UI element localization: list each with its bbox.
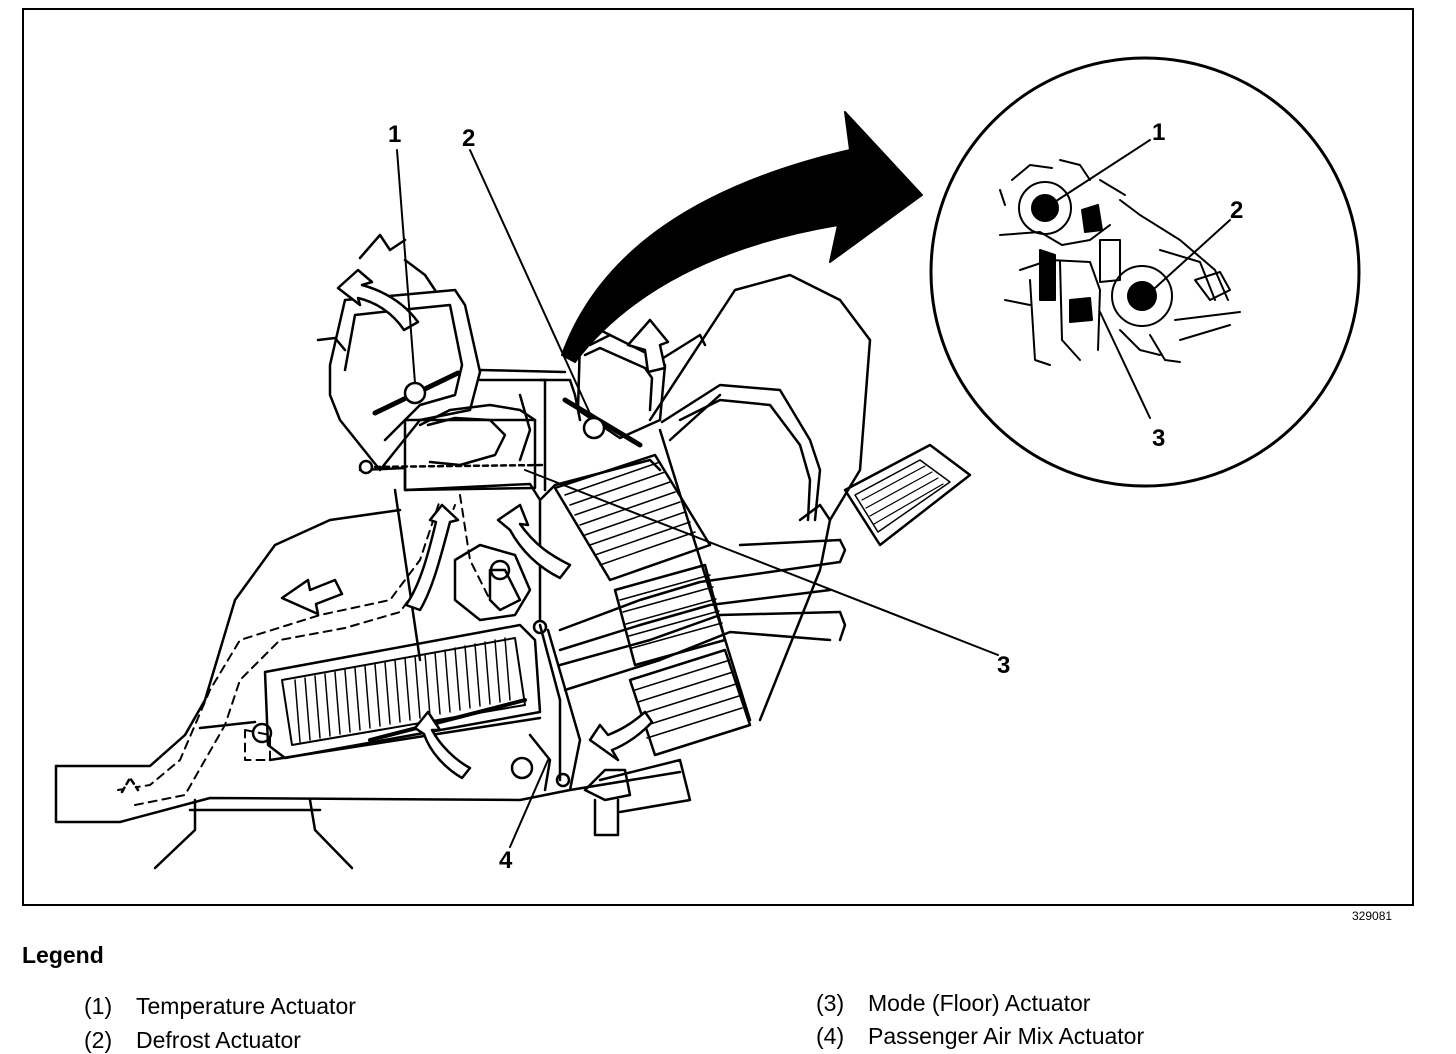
- callout-1: 1: [388, 121, 401, 148]
- legend-item-number: (2): [84, 1027, 113, 1053]
- legend-item-label: Temperature Actuator: [136, 993, 356, 1019]
- inset-callout-1: 1: [1152, 119, 1165, 146]
- legend-item-number: (1): [84, 993, 113, 1019]
- callout-2: 2: [462, 125, 475, 152]
- legend-item-label: Passenger Air Mix Actuator: [868, 1023, 1145, 1049]
- diagram-frame: [22, 8, 1414, 906]
- legend-item-1: (1) Temperature Actuator: [84, 993, 356, 1020]
- legend-title: Legend: [22, 942, 104, 968]
- detail-arrow: [561, 111, 923, 363]
- hvac-case-outline: [54, 508, 692, 870]
- heater-core: [198, 623, 542, 762]
- legend-item-label: Mode (Floor) Actuator: [868, 990, 1091, 1016]
- blower-housing: [648, 273, 972, 722]
- callout-leaders: [396, 139, 1231, 848]
- legend-item-number: (3): [816, 990, 845, 1016]
- legend-item-4: (4) Passenger Air Mix Actuator: [816, 1023, 1144, 1050]
- inset-callout-2: 2: [1230, 197, 1243, 224]
- inset-detail-view: [929, 56, 1361, 488]
- callout-4: 4: [499, 847, 513, 874]
- airflow-arrows: [120, 268, 670, 794]
- legend-item-number: (4): [816, 1023, 845, 1049]
- legend-item-3: (3) Mode (Floor) Actuator: [816, 990, 1090, 1017]
- refrigerant-lines: [558, 538, 847, 692]
- inset-callout-3: 3: [1152, 425, 1165, 452]
- evaporator-core: [553, 453, 752, 757]
- callout-3: 3: [997, 652, 1010, 679]
- actuator-doors: [358, 370, 643, 792]
- legend-item-label: Defrost Actuator: [136, 1027, 301, 1053]
- callout-labels: 1 2 3 4 1 2 3: [388, 119, 1243, 874]
- legend-item-2: (2) Defrost Actuator: [84, 1027, 301, 1054]
- figure-id: 329081: [1352, 909, 1393, 923]
